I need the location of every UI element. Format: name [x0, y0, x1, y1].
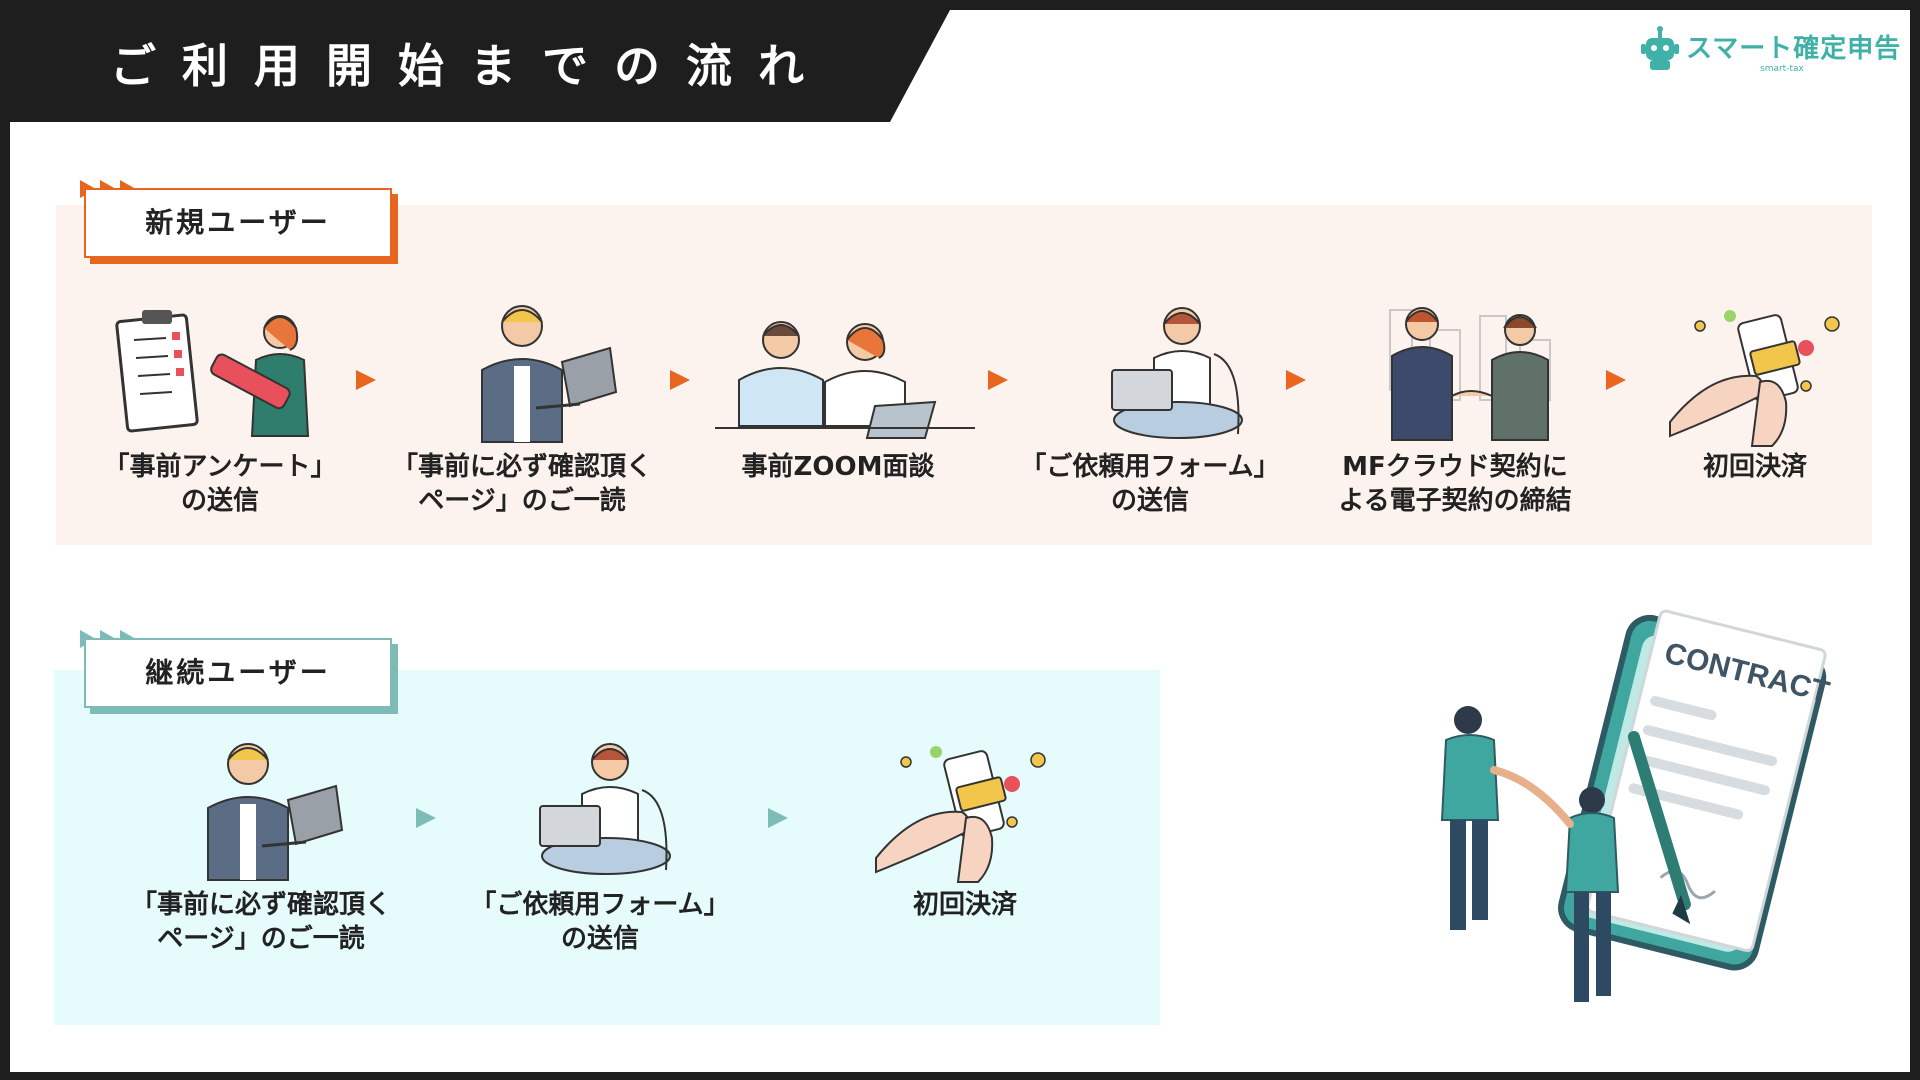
return-step-read-page: 「事前に必ず確認頂く ページ」のご一読: [130, 890, 391, 954]
person-sitting-laptop-icon: [1111, 307, 1243, 439]
step-arrow-icon: [768, 808, 788, 828]
new-step-survey: 「事前アンケート」 の送信: [103, 452, 337, 516]
new-user-label: 新規ユーザー: [84, 188, 392, 258]
step-arrow-icon: [1606, 370, 1626, 390]
banner-shape: [10, 10, 950, 122]
step-arrow-icon: [1286, 370, 1306, 390]
new-step-read-page: 「事前に必ず確認頂く ページ」のご一読: [391, 452, 652, 516]
return-step-payment: 初回決済: [912, 890, 1017, 920]
robot-icon: [1641, 26, 1679, 70]
brand-logo: スマート確定申告 smart-tax: [1640, 24, 1900, 76]
person-laptop-icon: [481, 305, 618, 443]
slide-canvas: ご利用開始までの流れ スマート確定申告 smart-tax 新規ユーザー: [10, 10, 1910, 1072]
meeting-icon: [715, 321, 975, 439]
step-arrow-icon: [988, 370, 1008, 390]
new-step-contract: MFクラウド契約に よる電子契約の締結: [1338, 452, 1572, 516]
person-laptop-icon: [207, 743, 344, 881]
header-banner: ご利用開始までの流れ: [10, 10, 1910, 122]
step-arrow-icon: [670, 370, 690, 390]
returning-user-label: 継続ユーザー: [84, 638, 392, 708]
new-step-request-form: 「ご依頼用フォーム」 の送信: [1020, 452, 1280, 516]
contract-handshake-icon: CONTRACT: [1440, 609, 1833, 1002]
phone-payment-icon: [875, 746, 1046, 883]
logo-text: スマート確定申告: [1686, 34, 1902, 64]
phone-payment-icon: [1669, 310, 1840, 447]
page-title: ご利用開始までの流れ: [110, 39, 830, 93]
handshake-icon: [1389, 307, 1551, 441]
step-arrow-icon: [356, 370, 376, 390]
logo-subtext: smart-tax: [1760, 64, 1804, 74]
survey-clipboard-icon: [115, 310, 310, 437]
return-step-request-form: 「ご依頼用フォーム」 の送信: [470, 890, 730, 954]
new-step-zoom: 事前ZOOM面談: [741, 452, 935, 482]
person-sitting-laptop-icon: [539, 743, 671, 875]
new-step-payment: 初回決済: [1702, 452, 1807, 482]
step-arrow-icon: [416, 808, 436, 828]
